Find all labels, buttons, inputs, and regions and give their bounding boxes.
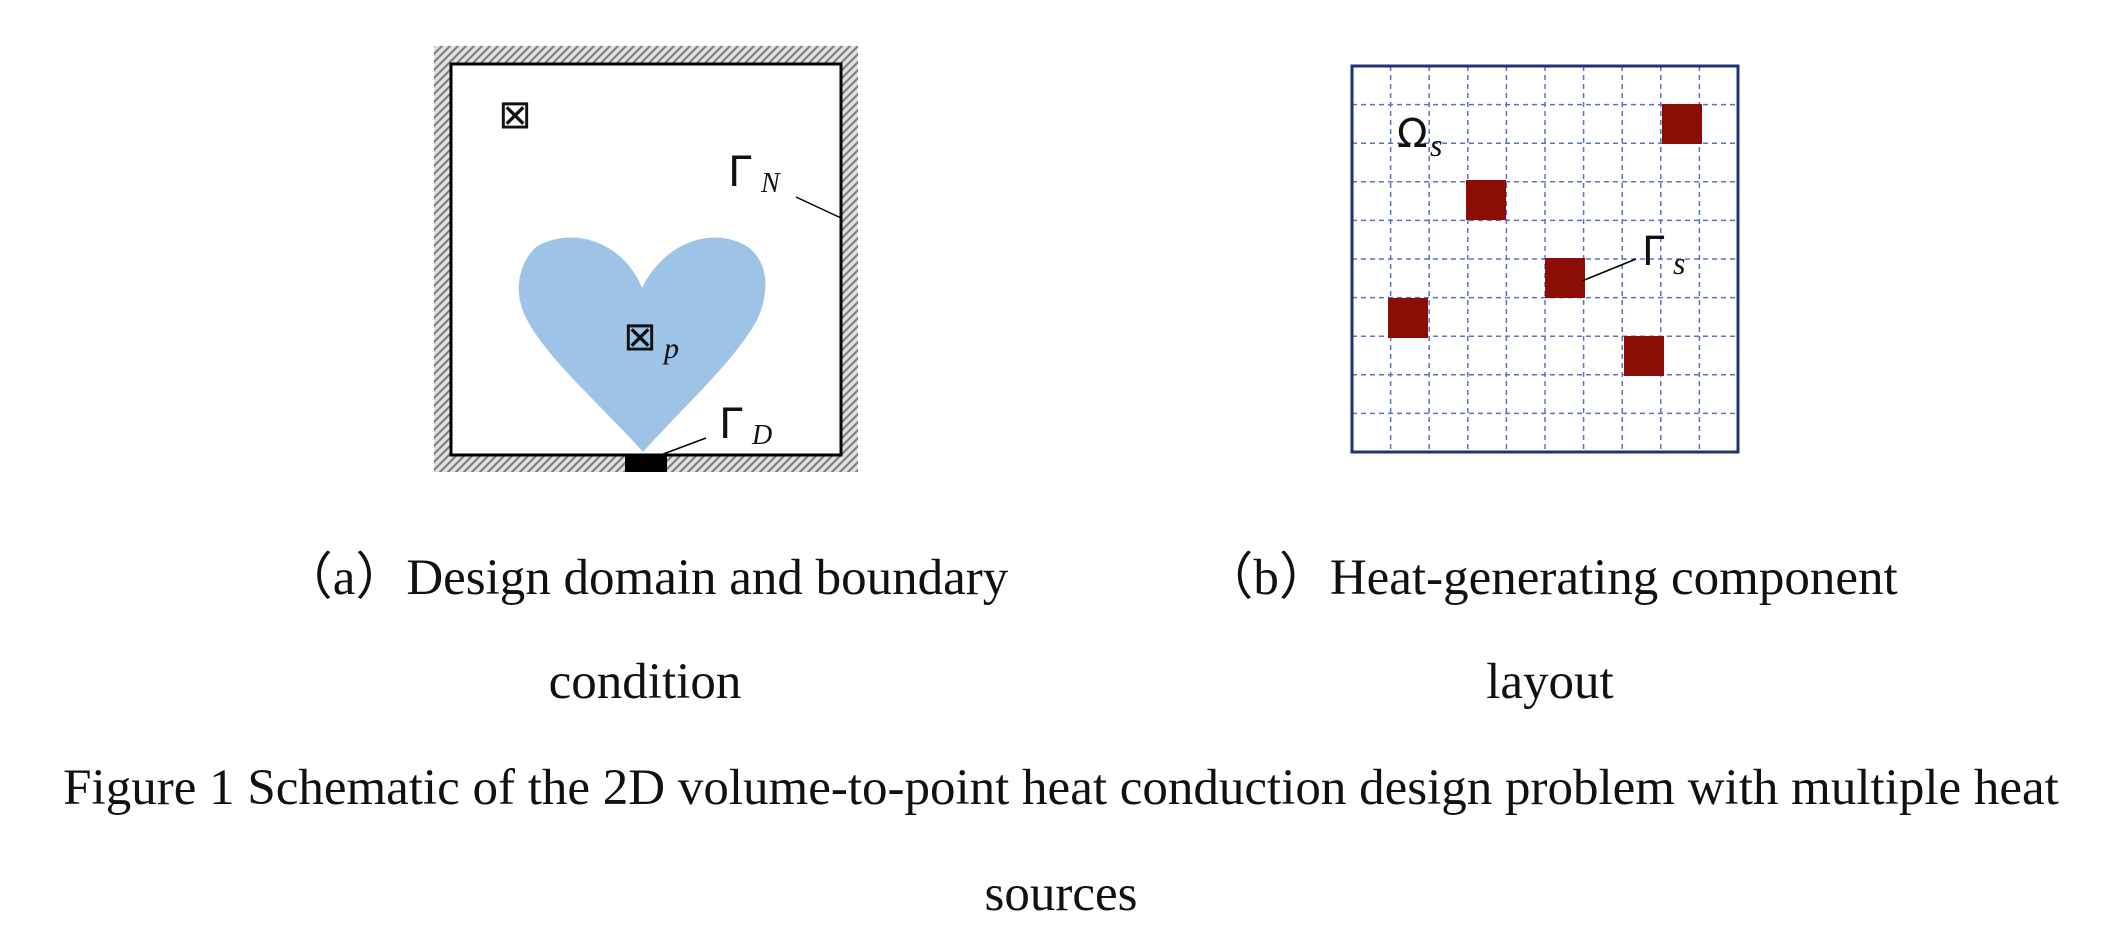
heat-sink xyxy=(625,455,667,472)
figure-caption-line2: sources xyxy=(984,866,1138,922)
layout-domain-border xyxy=(1350,64,1740,454)
heart-domain-subscript: p xyxy=(662,332,679,365)
heat-source-square xyxy=(1545,258,1585,298)
panel-a-diagram: ⊠ ⊠ p Γ N Γ D xyxy=(434,46,858,472)
panel-a-caption-line1: （a）Design domain and boundary xyxy=(281,550,1009,606)
heart-region xyxy=(518,237,766,452)
component-boundary-subscript: s xyxy=(1673,245,1685,281)
heat-sources xyxy=(1388,104,1702,376)
heart-domain-symbol: ⊠ xyxy=(623,314,657,360)
heat-source-square xyxy=(1624,336,1664,376)
heat-source-square xyxy=(1662,104,1702,144)
component-domain-symbol: Ω xyxy=(1397,111,1428,157)
heat-source-square xyxy=(1388,298,1428,338)
component-boundary-leader-line xyxy=(1581,258,1637,282)
neumann-boundary-subscript: N xyxy=(760,168,781,199)
panel-b-caption-line2: layout xyxy=(1486,654,1614,710)
heat-source-square xyxy=(1466,180,1506,220)
dirichlet-boundary-subscript: D xyxy=(751,420,772,451)
component-domain-subscript: s xyxy=(1430,127,1442,163)
dirichlet-leader-line xyxy=(657,437,707,457)
neumann-leader-line xyxy=(795,196,842,219)
component-boundary-symbol: Γ xyxy=(1642,229,1665,275)
panel-b-caption-line1: （b）Heat-generating component xyxy=(1202,550,1898,606)
outer-domain-symbol: ⊠ xyxy=(498,92,532,138)
panel-a-caption-line2: condition xyxy=(548,654,742,710)
neumann-boundary-symbol: Γ xyxy=(728,147,752,196)
figure-caption-line1: Figure 1 Schematic of the 2D volume-to-p… xyxy=(63,760,2059,816)
panel-b-diagram: Ω s Γ s xyxy=(1350,64,1740,454)
dirichlet-boundary-symbol: Γ xyxy=(719,399,743,448)
